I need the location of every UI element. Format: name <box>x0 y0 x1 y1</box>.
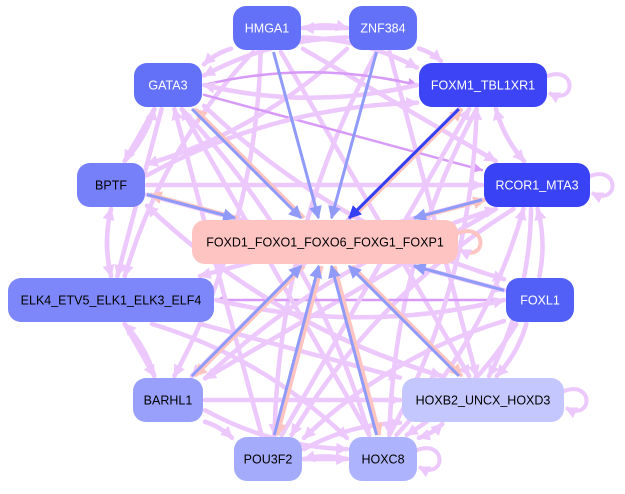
edge-rcor1_mta3-to-foxm1_tbl1xr1 <box>492 106 527 164</box>
edge-elk4-to-hoxc8 <box>149 321 350 441</box>
edge-elk4-to-foxl1 <box>213 296 507 320</box>
edge-center-to-hoxc8 <box>332 265 383 437</box>
edge-center-to-hoxb2 <box>350 264 464 378</box>
edge-znf384-to-center <box>328 51 378 220</box>
edge-pou3f2-to-gata3 <box>171 106 264 438</box>
node-rcor1_mta3[interactable]: RCOR1_MTA3 <box>484 163 590 207</box>
node-label: GATA3 <box>148 79 187 93</box>
edge-barhl1-to-elk4 <box>122 321 157 379</box>
self-loop-foxm1_tbl1xr1 <box>544 72 572 104</box>
node-box[interactable] <box>234 437 302 481</box>
edge-hmga1-to-center <box>272 51 322 220</box>
node-foxl1[interactable]: FOXL1 <box>506 278 574 322</box>
node-box[interactable] <box>484 163 590 207</box>
node-box[interactable] <box>133 378 203 422</box>
node-label: FOXD1_FOXO1_FOXO6_FOXG1_FOXP1 <box>206 236 444 250</box>
edge-center-to-foxm1_tbl1xr1 <box>350 107 464 220</box>
self-loop-hoxc8 <box>414 446 442 478</box>
node-center[interactable]: FOXD1_FOXO1_FOXO6_FOXG1_FOXP1 <box>192 220 458 264</box>
node-box[interactable] <box>8 278 214 322</box>
edge-gata3-to-center <box>190 107 303 220</box>
node-label: HOXC8 <box>361 453 404 467</box>
edge-pou3f2-to-hoxb2 <box>301 417 403 452</box>
edge-barhl1-to-pou3f2 <box>202 419 235 441</box>
edge-center-to-gata3 <box>193 107 306 220</box>
node-barhl1[interactable]: BARHL1 <box>133 378 203 422</box>
node-box[interactable] <box>192 220 458 264</box>
node-hoxb2[interactable]: HOXB2_UNCX_HOXD3 <box>402 378 564 422</box>
self-loop-hoxb2 <box>561 387 589 419</box>
edge-foxm1_tbl1xr1-to-gata3 <box>201 81 420 100</box>
edge-center-to-barhl1 <box>193 264 306 378</box>
edge-hmga1-to-hoxb2 <box>278 49 472 379</box>
edge-hoxc8-to-gata3 <box>179 106 372 438</box>
edge-foxm1_tbl1xr1-to-center <box>348 107 460 220</box>
self-loop-rcor1_mta3 <box>587 172 615 204</box>
node-znf384[interactable]: ZNF384 <box>349 6 417 50</box>
edge-foxl1-to-center <box>412 262 505 292</box>
node-box[interactable] <box>506 278 574 322</box>
node-box[interactable] <box>77 163 145 207</box>
edge-hoxc8-to-center <box>328 264 379 436</box>
edge-gata3-to-rcor1_mta3 <box>202 93 484 173</box>
node-label: BPTF <box>95 179 127 193</box>
node-label: ZNF384 <box>360 22 405 36</box>
node-label: FOXL1 <box>520 294 560 308</box>
edge-center-to-pou3f2 <box>273 265 324 437</box>
edge-bptf-to-center <box>146 193 237 222</box>
edge-hmga1-to-gata3 <box>201 46 234 67</box>
edge-hoxb2-to-center <box>347 264 461 378</box>
self-loop-center <box>455 229 483 261</box>
node-elk4[interactable]: ELK4_ETV5_ELK1_ELK3_ELF4 <box>8 278 214 322</box>
edge-znf384-to-foxm1_tbl1xr1 <box>416 46 444 64</box>
node-label: HOXB2_UNCX_HOXD3 <box>416 394 551 408</box>
node-box[interactable] <box>402 378 564 422</box>
edge-hoxb2-to-hoxc8 <box>416 421 445 441</box>
node-label: ELK4_ETV5_ELK1_ELK3_ELF4 <box>21 294 202 308</box>
node-box[interactable] <box>134 63 202 107</box>
node-label: RCOR1_MTA3 <box>495 179 578 193</box>
node-bptf[interactable]: BPTF <box>77 163 145 207</box>
edge-barhl1-to-center <box>190 264 303 378</box>
edge-pou3f2-to-center <box>272 264 323 436</box>
node-hmga1[interactable]: HMGA1 <box>233 6 301 50</box>
edge-bptf-to-gata3 <box>122 106 158 164</box>
node-box[interactable] <box>349 6 417 50</box>
node-box[interactable] <box>419 63 547 107</box>
edge-znf384-to-bptf <box>144 46 350 167</box>
edge-rcor1_mta3-to-center <box>413 198 483 222</box>
node-label: BARHL1 <box>144 394 193 408</box>
edge-foxl1-to-hoxb2 <box>494 321 529 379</box>
node-foxm1_tbl1xr1[interactable]: FOXM1_TBL1XR1 <box>419 63 547 107</box>
edge-pou3f2-to-foxm1_tbl1xr1 <box>279 106 472 438</box>
edge-elk4-to-bptf <box>102 206 115 279</box>
node-pou3f2[interactable]: POU3F2 <box>234 437 302 481</box>
self-loops <box>414 72 615 478</box>
node-gata3[interactable]: GATA3 <box>134 63 202 107</box>
center-edges <box>146 51 505 437</box>
edge-foxl1-to-rcor1_mta3 <box>534 206 547 279</box>
node-box[interactable] <box>233 6 301 50</box>
edge-gata3-to-foxm1_tbl1xr1 <box>202 71 419 88</box>
edge-hoxc8-to-pou3f2 <box>301 450 350 463</box>
node-label: POU3F2 <box>244 453 293 467</box>
node-label: FOXM1_TBL1XR1 <box>431 79 535 93</box>
node-box[interactable] <box>349 437 417 481</box>
node-label: HMGA1 <box>245 22 290 36</box>
node-hoxc8[interactable]: HOXC8 <box>349 437 417 481</box>
edge-hoxb2-to-bptf <box>144 203 444 379</box>
edge-bptf-to-foxm1_tbl1xr1 <box>144 96 420 178</box>
